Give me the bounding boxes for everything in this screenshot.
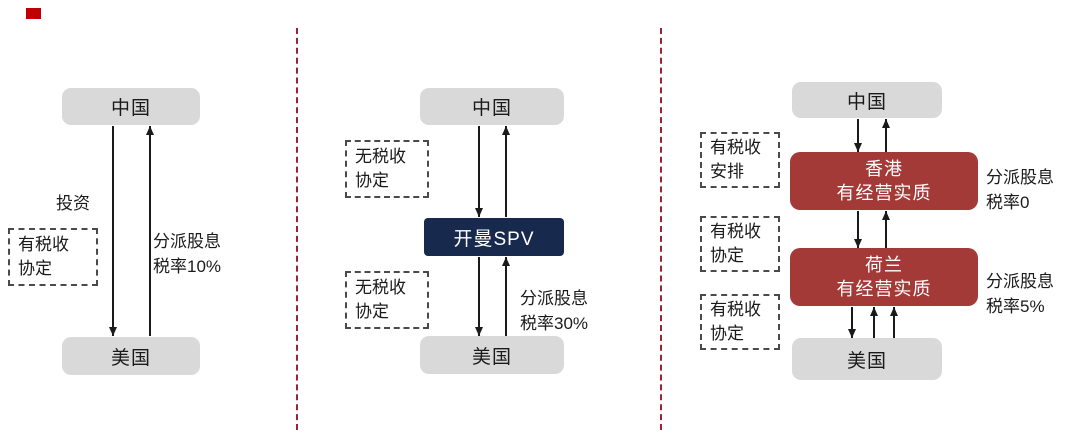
panel1-china-node: 中国 (62, 88, 200, 125)
panel1-invest-arrow-down (109, 126, 117, 336)
separator-1 (296, 28, 298, 430)
panel3-arrow-up-usa-nl-1 (870, 307, 878, 338)
panel2-no-treaty-bottom-box: 无税收 协定 (345, 271, 429, 329)
panel2-cayman-spv-node: 开曼SPV (424, 218, 564, 256)
panel1-treaty-box: 有税收 协定 (8, 228, 98, 286)
panel2-dividend-rate-label: 分派股息 税率30% (520, 289, 589, 333)
panel3-arrow-down-hk-nl (854, 211, 862, 248)
panel3-treaty-bottom-box: 有税收 协定 (700, 294, 780, 350)
panel3-arrow-up-hk-china (882, 119, 890, 152)
panel3-hk-dividend-rate-label: 分派股息 税率0 (986, 168, 1054, 212)
panel1-dividend-rate-label: 分派股息 税率10% (153, 232, 222, 276)
panel3-tax-arrangement-box: 有税收 安排 (700, 132, 780, 188)
panel3-arrow-down-china-hk (854, 119, 862, 152)
panel1-dividend-arrow-up (146, 126, 154, 336)
panel1-invest-label: 投资 (56, 194, 90, 213)
panel2-arrow-down-bottom (475, 257, 483, 336)
panel2-arrow-down-top (475, 126, 483, 217)
corner-mark (26, 8, 41, 19)
panel1-usa-node: 美国 (62, 337, 200, 375)
panel2-usa-node: 美国 (420, 336, 564, 374)
panel3-hongkong-node: 香港 有经营实质 (790, 152, 978, 210)
panel2-arrow-up-bottom (502, 257, 510, 336)
panel2-china-node: 中国 (420, 88, 564, 125)
panel3-usa-node: 美国 (792, 338, 942, 380)
panel3-netherlands-node: 荷兰 有经营实质 (790, 248, 978, 306)
panel2-no-treaty-top-box: 无税收 协定 (345, 140, 429, 198)
panel3-arrow-up-nl-hk (882, 211, 890, 248)
panel2-arrow-up-top (502, 126, 510, 217)
panel3-treaty-mid-box: 有税收 协定 (700, 216, 780, 272)
separator-2 (660, 28, 662, 430)
panel3-arrow-down-nl-usa (848, 307, 856, 338)
panel3-china-node: 中国 (792, 82, 942, 118)
panel3-nl-dividend-rate-label: 分派股息 税率5% (986, 272, 1054, 316)
panel3-arrow-up-usa-nl-2 (890, 307, 898, 338)
